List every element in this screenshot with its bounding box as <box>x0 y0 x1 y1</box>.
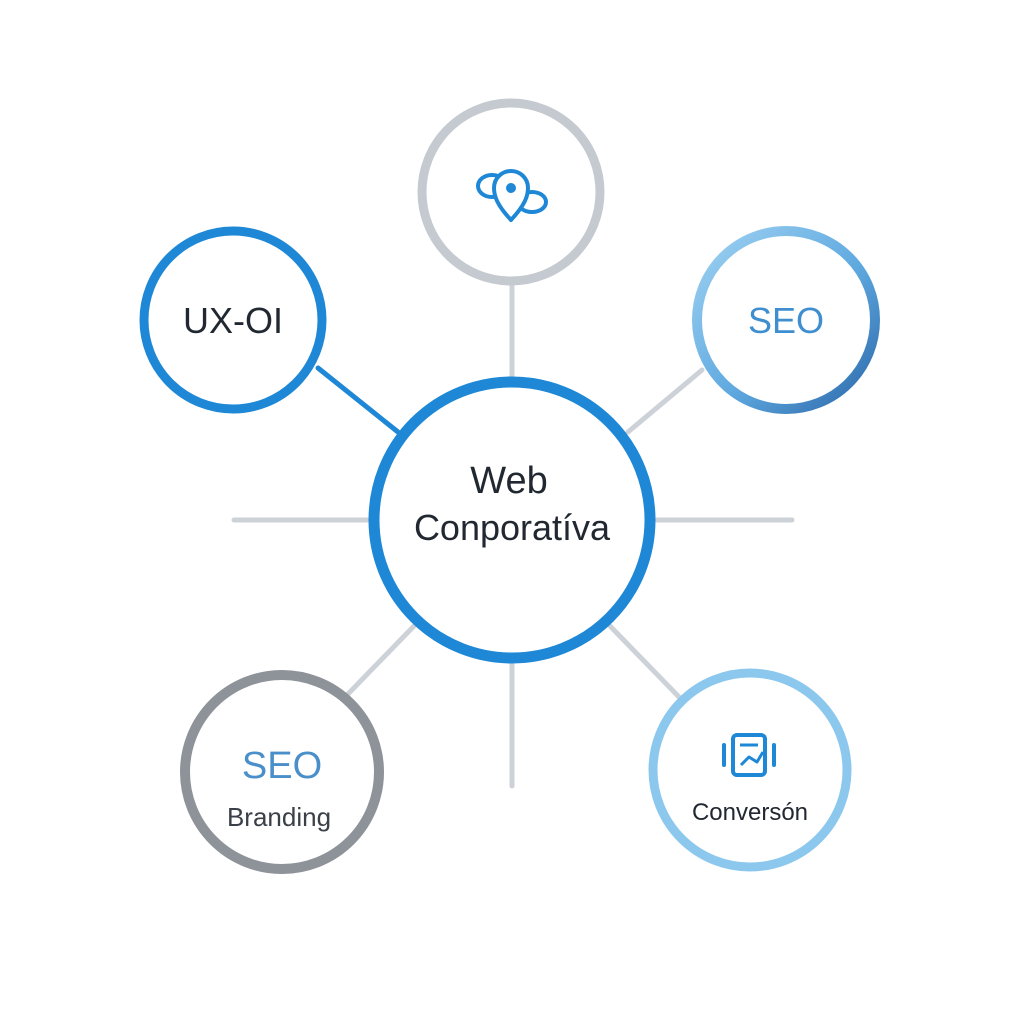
node-seo-branding[interactable]: SEO Branding <box>180 670 384 874</box>
hub-ring <box>368 376 656 664</box>
node-seo-upper[interactable]: SEO <box>692 226 880 414</box>
connector-right-lower <box>607 623 683 701</box>
connector-left-upper <box>315 365 401 435</box>
connector-right-upper <box>625 367 705 435</box>
node-ux-label: UX-OI <box>183 300 283 341</box>
node-seo-branding-ring <box>180 670 384 874</box>
node-ux[interactable]: UX-OI <box>139 226 327 414</box>
node-seo-upper-label: SEO <box>748 300 824 341</box>
edit-document-icon <box>722 733 776 777</box>
connectors <box>231 282 795 789</box>
node-seo-upper-ring <box>692 226 880 414</box>
location-pin-icon <box>476 169 548 222</box>
hub-title-line2: Conporatíva <box>414 507 611 548</box>
node-top[interactable] <box>417 98 605 286</box>
node-ux-ring <box>139 226 327 414</box>
hub-title-line1: Web <box>470 460 547 502</box>
connector-left-lower <box>345 623 417 697</box>
node-seo-branding-primary: SEO <box>242 745 322 787</box>
hub-node[interactable]: Web Conporatíva <box>368 376 656 664</box>
node-conversion-ring <box>648 668 852 872</box>
node-seo-branding-secondary: Branding <box>227 802 331 832</box>
node-conversion-label: Conversón <box>692 799 808 826</box>
node-conversion[interactable]: Conversón <box>648 668 852 872</box>
